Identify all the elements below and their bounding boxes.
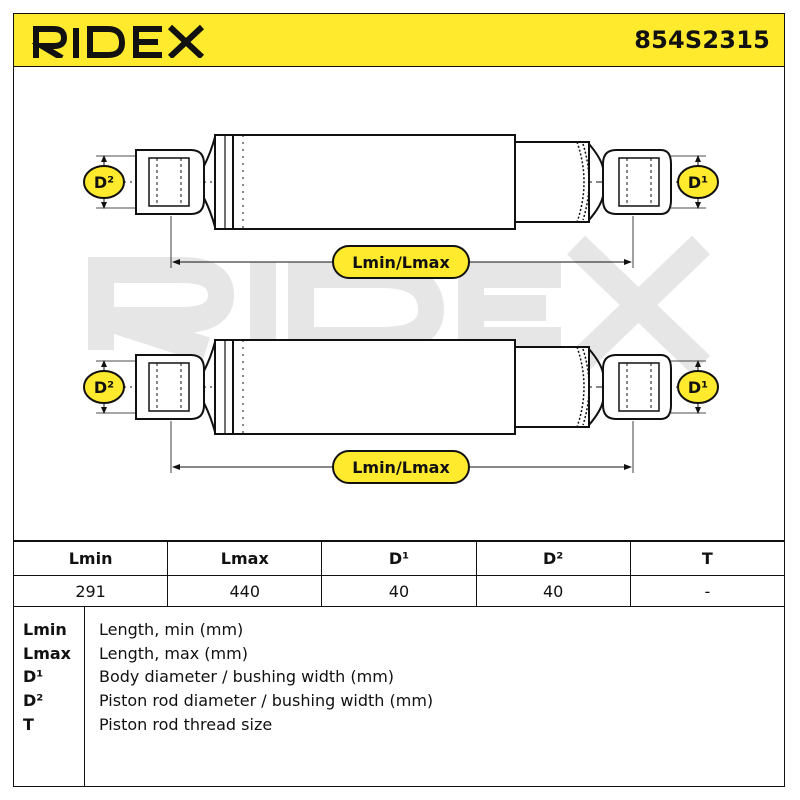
legend-desc: Piston rod thread size: [99, 715, 273, 734]
svg-text:Lmin/Lmax: Lmin/Lmax: [352, 253, 450, 272]
legend-key: Lmax: [23, 644, 71, 663]
svg-text:D¹: D¹: [688, 378, 708, 397]
svg-text:D¹: D¹: [688, 173, 708, 192]
table-header-row: Lmin Lmax D¹ D² T: [12, 541, 786, 576]
d1-label-bottom: D¹: [677, 370, 719, 404]
header-lmin: Lmin: [12, 541, 169, 576]
shock-absorber-drawing: D² D¹ Lmin/Lmax D² D¹ Lmin/Lmax: [83, 134, 719, 484]
table-row: 291 440 40 40 -: [12, 575, 786, 607]
value-d2: 40: [475, 575, 631, 607]
header-bar: 854S2315: [13, 13, 785, 67]
legend-desc: Body diameter / bushing width (mm): [99, 667, 395, 686]
legend-divider: [84, 606, 85, 786]
header-t: T: [629, 541, 786, 576]
value-lmax: 440: [167, 575, 323, 607]
spec-table: Lmin Lmax D¹ D² T 291 440 40 40 -: [12, 541, 786, 607]
value-d1: 40: [321, 575, 477, 607]
d1-label-top: D¹: [677, 165, 719, 199]
svg-text:D²: D²: [94, 378, 114, 397]
ridex-logo: [32, 24, 205, 58]
legend-key: D¹: [23, 667, 44, 686]
length-label-top: Lmin/Lmax: [332, 245, 470, 279]
d2-label-top: D²: [83, 165, 125, 199]
header-d1: D¹: [321, 541, 477, 576]
legend-desc: Length, min (mm): [99, 620, 244, 639]
svg-text:D²: D²: [94, 173, 114, 192]
header-lmax: Lmax: [167, 541, 323, 576]
length-label-bottom: Lmin/Lmax: [332, 450, 470, 484]
legend-desc: Piston rod diameter / bushing width (mm): [99, 691, 434, 710]
legend-box: Lmin Length, min (mm) Lmax Length, max (…: [13, 606, 785, 787]
technical-drawing: D² D¹ Lmin/Lmax D² D¹ Lmin/Lmax: [13, 67, 785, 541]
legend-key: D²: [23, 691, 44, 710]
header-d2: D²: [475, 541, 631, 576]
value-lmin: 291: [12, 575, 169, 607]
part-number: 854S2315: [634, 26, 770, 54]
d2-label-bottom: D²: [83, 370, 125, 404]
svg-text:Lmin/Lmax: Lmin/Lmax: [352, 458, 450, 477]
value-t: -: [629, 575, 786, 607]
legend-desc: Length, max (mm): [99, 644, 248, 663]
legend-key: Lmin: [23, 620, 67, 639]
legend-key: T: [23, 715, 34, 734]
